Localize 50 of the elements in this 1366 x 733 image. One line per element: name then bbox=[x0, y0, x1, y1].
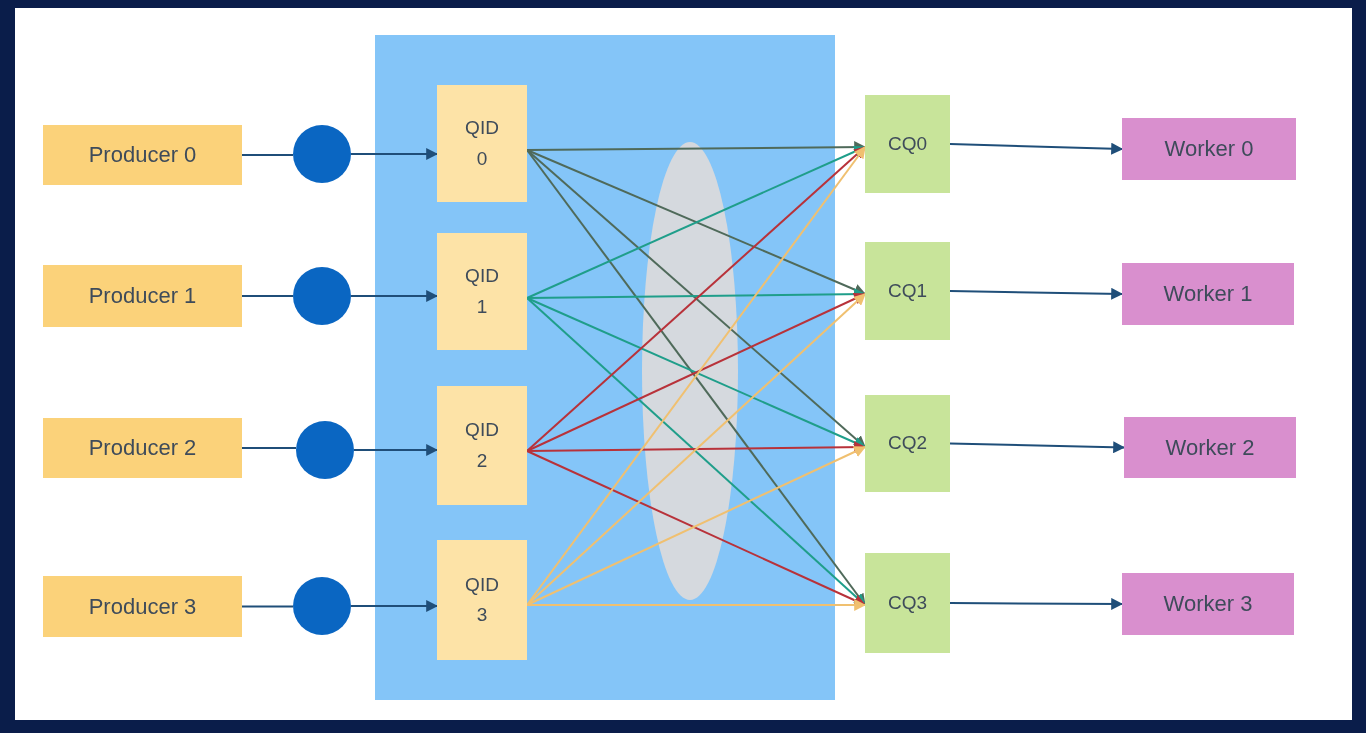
consumer-queue-box bbox=[865, 95, 950, 193]
node-label: CQ2 bbox=[887, 431, 928, 456]
node-label: Producer 1 bbox=[88, 282, 197, 311]
port-circle bbox=[296, 421, 354, 479]
port-circle bbox=[293, 577, 351, 635]
producer-box bbox=[43, 576, 242, 637]
node-label: Worker 1 bbox=[1163, 280, 1253, 309]
node-label: Worker 2 bbox=[1165, 433, 1255, 462]
consumer-queue-box bbox=[865, 242, 950, 340]
consumer-queue-box bbox=[865, 395, 950, 492]
arrow bbox=[949, 287, 1124, 300]
node-label: QID 1 bbox=[464, 264, 500, 319]
worker-box bbox=[1124, 417, 1296, 478]
producer-box bbox=[43, 418, 242, 478]
arrow bbox=[526, 599, 867, 611]
node-label: Worker 0 bbox=[1164, 135, 1254, 164]
node-label: Producer 0 bbox=[88, 141, 197, 170]
worker-box bbox=[1122, 263, 1294, 325]
node-label: QID 2 bbox=[464, 418, 500, 473]
connector-line bbox=[241, 447, 297, 449]
node-label: QID 0 bbox=[464, 116, 500, 171]
arrow bbox=[949, 142, 1124, 155]
port-circle bbox=[293, 125, 351, 183]
queue-box bbox=[437, 386, 527, 505]
queue-box bbox=[437, 233, 527, 350]
connector-line bbox=[241, 154, 294, 156]
worker-box bbox=[1122, 118, 1296, 180]
connector-line bbox=[241, 605, 294, 608]
node-label: CQ3 bbox=[887, 590, 928, 615]
port-circle bbox=[293, 267, 351, 325]
node-label: QID 3 bbox=[464, 572, 500, 627]
node-label: Worker 3 bbox=[1163, 590, 1253, 619]
consumer-queue-box bbox=[865, 553, 950, 653]
producer-box bbox=[43, 265, 242, 327]
queue-box bbox=[437, 540, 527, 660]
producer-box bbox=[43, 125, 242, 185]
connector-line bbox=[241, 295, 294, 297]
arrow bbox=[949, 441, 1126, 454]
arrow bbox=[350, 290, 439, 302]
node-label: CQ1 bbox=[887, 278, 928, 303]
arrow bbox=[353, 444, 439, 456]
node-label: Producer 3 bbox=[88, 592, 197, 621]
arrow bbox=[350, 600, 439, 612]
arrow bbox=[350, 148, 439, 160]
worker-box bbox=[1122, 573, 1294, 635]
arrow bbox=[949, 597, 1124, 610]
queue-panel bbox=[375, 35, 835, 700]
node-label: CQ0 bbox=[887, 131, 928, 156]
queue-box bbox=[437, 85, 527, 202]
node-label: Producer 2 bbox=[88, 434, 197, 463]
